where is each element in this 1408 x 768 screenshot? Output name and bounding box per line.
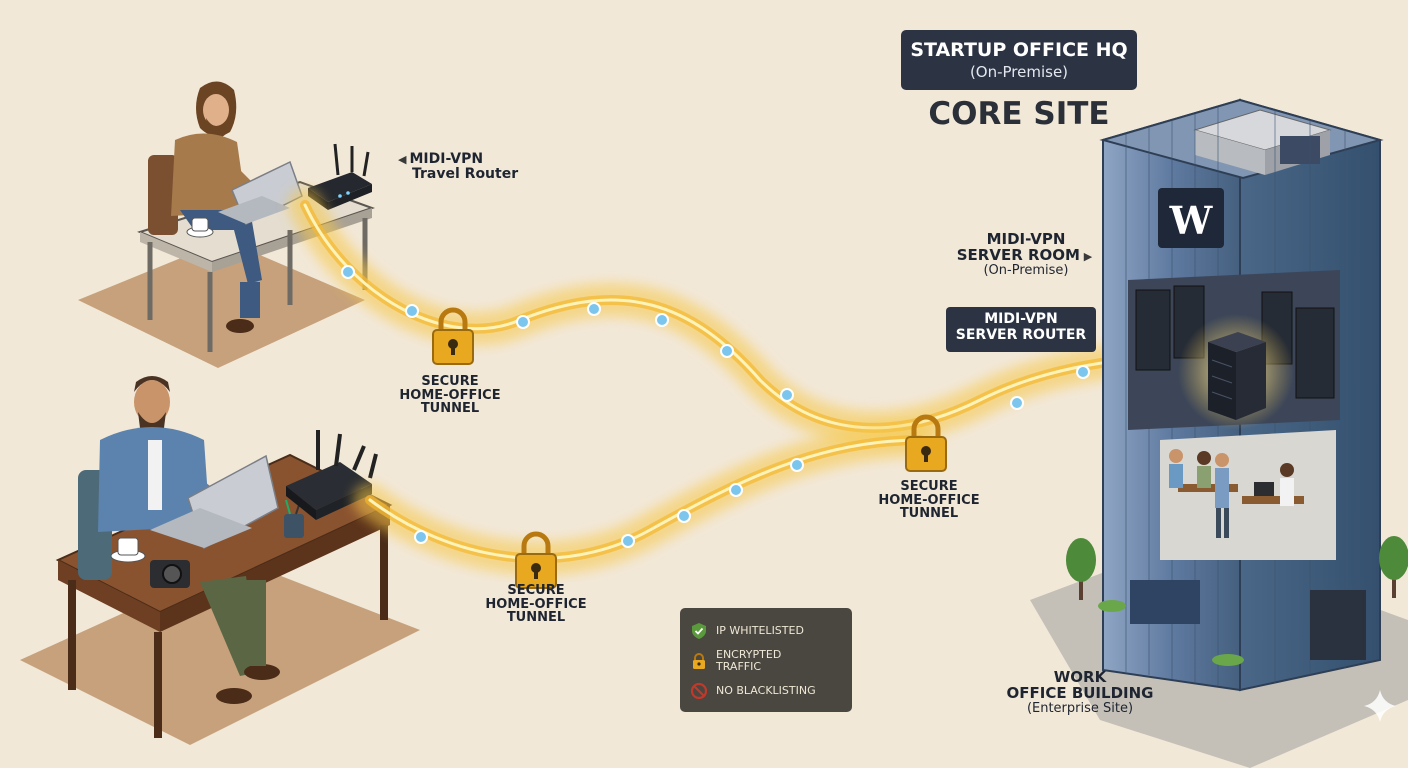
hq-title: STARTUP OFFICE HQ: [910, 39, 1128, 61]
sparkle-icon: [1364, 690, 1396, 722]
lower-floor-rug: [20, 560, 420, 745]
building-logo-text: W: [1169, 198, 1214, 243]
shield-check-icon: [692, 623, 706, 639]
upper-tunnel: [288, 188, 1217, 445]
tunnel-padlock-icon: [905, 414, 947, 472]
security-legend: IP WHITELISTED ENCRYPTED TRAFFIC NO BLAC…: [680, 608, 852, 712]
travel-router-label: ◀MIDI-VPN Travel Router: [398, 151, 519, 182]
vpn-server-rack: [1208, 332, 1266, 420]
server-room-label: MIDI-VPN SERVER ROOM ▶ (On-Premise): [956, 230, 1093, 278]
legend-item: ENCRYPTED TRAFFIC: [690, 646, 842, 676]
hq-subtitle: (On-Premise): [969, 63, 1069, 81]
shrub: [1098, 600, 1244, 666]
building-logo: [1158, 188, 1224, 248]
no-entry-icon: [690, 682, 708, 700]
lower-tunnel: [353, 423, 937, 576]
server-router-label: MIDI-VPN SERVER ROUTER: [946, 307, 1096, 352]
legend-item: IP WHITELISTED: [690, 616, 842, 646]
upper-remote-worker: [171, 81, 270, 333]
office-floor-cutaway: [1160, 430, 1336, 560]
tunnel-label: SECURE HOME-OFFICE TUNNEL: [399, 374, 501, 417]
tunnel-label: SECURE HOME-OFFICE TUNNEL: [485, 583, 587, 626]
lower-workstation: [55, 376, 393, 738]
tunnel-padlock-icon: [515, 531, 557, 589]
tree: [1379, 536, 1408, 598]
building-entrance: [1130, 580, 1200, 624]
tunnel-label: SECURE HOME-OFFICE TUNNEL: [878, 479, 980, 522]
tunnel-padlock-icon: [432, 307, 474, 365]
office-building: W: [1030, 98, 1408, 768]
padlock-icon: [693, 653, 705, 669]
office-workers: [1169, 449, 1304, 538]
tree: [1066, 538, 1096, 600]
pointer-left-icon: ◀: [398, 153, 407, 166]
legend-item: NO BLACKLISTING: [690, 676, 842, 706]
hq-title-box: STARTUP OFFICE HQ (On-Premise): [901, 30, 1137, 90]
core-site-label: CORE SITE: [928, 96, 1110, 132]
office-building-label: WORK OFFICE BUILDING (Enterprise Site): [1006, 668, 1154, 716]
pencil-cup: [284, 514, 304, 538]
pointer-right-icon: ▶: [1079, 249, 1093, 263]
